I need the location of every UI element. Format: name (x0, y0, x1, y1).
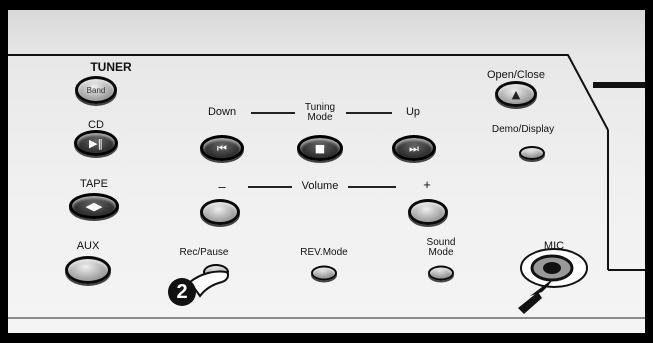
rev-mode-label: REV.Mode (300, 247, 348, 258)
volume-minus-label: – (218, 179, 226, 194)
volume-line-left (248, 186, 292, 188)
cd-label: CD (88, 119, 104, 131)
volume-down-button[interactable] (200, 199, 240, 225)
pointing-hand-icon (188, 270, 230, 298)
step-marker-graphic (188, 270, 230, 298)
rec-pause-label: Rec/Pause (179, 247, 229, 258)
sound-mode-button[interactable] (428, 265, 454, 281)
sound-mode-label: Sound Mode (426, 237, 456, 258)
demo-display-label: Demo/Display (491, 124, 555, 135)
band-label: Band (86, 85, 106, 95)
tuning-mode-label: Tuning Mode (304, 102, 336, 123)
tuning-down-button[interactable]: ⏮ (200, 135, 244, 161)
step-number: 2 (176, 280, 188, 303)
rev-mode-button[interactable] (311, 265, 337, 281)
panel-top-edge (8, 54, 609, 131)
control-panel: TUNER Band CD ▶‖ TAPE ◀▶ AUX Down Tuning… (6, 8, 647, 335)
volume-plus-label: + (423, 177, 431, 192)
aux-button[interactable] (65, 256, 111, 284)
step-2-badge: 2 (168, 278, 196, 306)
tuning-up-button[interactable]: ⏭ (392, 135, 436, 161)
tuning-line-right (346, 112, 392, 114)
eject-icon: ▲ (511, 87, 521, 101)
cd-button[interactable]: ▶‖ (74, 130, 118, 156)
tape-label: TAPE (80, 178, 108, 190)
volume-label: Volume (301, 180, 339, 192)
tape-play-icon: ◀▶ (85, 199, 103, 213)
open-close-label: Open/Close (486, 69, 546, 81)
mic-label: MIC (543, 240, 565, 252)
up-label: Up (405, 106, 421, 118)
tuner-band-button[interactable]: Band (75, 76, 117, 104)
open-close-button[interactable]: ▲ (495, 81, 537, 107)
volume-line-right (348, 186, 396, 188)
aux-label: AUX (76, 240, 100, 252)
play-pause-icon: ▶‖ (89, 136, 103, 150)
mic-plug-pointer-icon (518, 278, 554, 314)
tuner-label: TUNER (90, 60, 132, 74)
down-label: Down (207, 106, 237, 118)
tuning-mode-button[interactable]: ■ (297, 135, 343, 161)
tape-button[interactable]: ◀▶ (69, 193, 119, 219)
mic-jack-socket (543, 262, 561, 274)
tuning-line-left (251, 112, 295, 114)
mic-jack-graphic (518, 248, 588, 314)
demo-display-button[interactable] (519, 146, 545, 160)
skip-back-icon: ⏮ (217, 141, 227, 155)
stop-icon: ■ (314, 141, 326, 155)
volume-up-button[interactable] (408, 199, 448, 225)
skip-forward-icon: ⏭ (409, 141, 419, 155)
panel-edge-lines (8, 54, 645, 319)
